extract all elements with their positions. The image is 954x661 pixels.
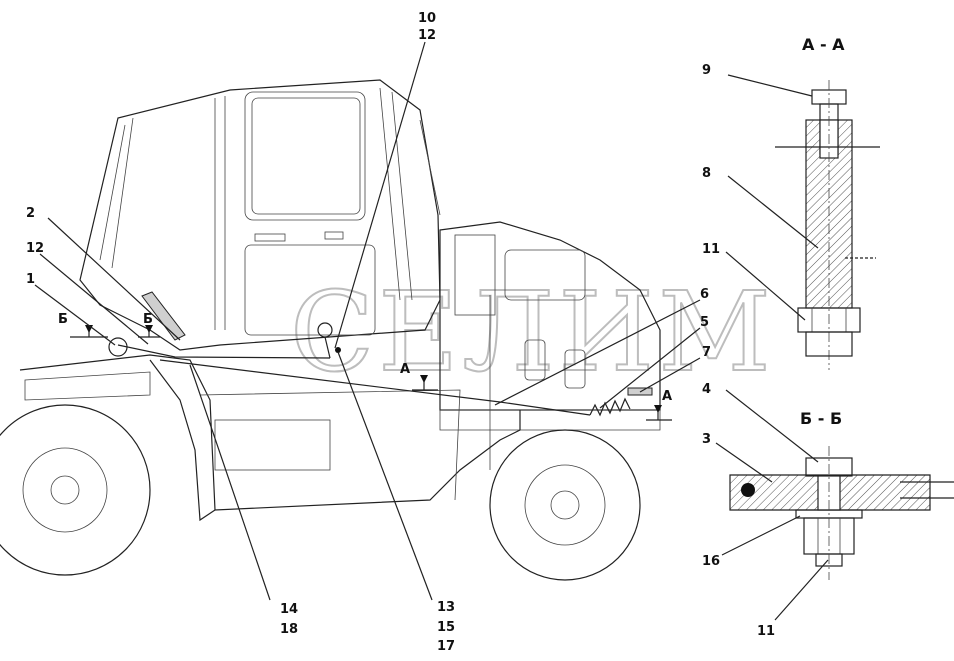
- section-letter-a-left: А: [400, 362, 410, 377]
- callout-13: 13: [437, 600, 455, 615]
- section-letter-a-right: А: [662, 389, 672, 404]
- callout-2: 2: [26, 206, 35, 221]
- hand-lever: [324, 336, 331, 359]
- return-spring: [589, 397, 631, 417]
- callout-4: 4: [702, 382, 711, 397]
- body-panel: [199, 389, 461, 501]
- callout-1: 1: [26, 272, 35, 287]
- cab-window-inner: [251, 97, 361, 215]
- front-wheel-hub: [50, 475, 80, 505]
- front-frame: [24, 371, 151, 401]
- callout-5: 5: [700, 315, 709, 330]
- washer-aa: [805, 331, 853, 357]
- callout-8: 8: [702, 166, 711, 181]
- callout-11-bb: 11: [757, 624, 775, 639]
- callout-16: 16: [702, 554, 720, 569]
- frame-rail: [439, 409, 661, 431]
- callout-3: 3: [702, 432, 711, 447]
- callout-12-left: 12: [26, 241, 44, 256]
- chassis-line: [19, 354, 521, 511]
- control-rod-upper: [117, 344, 331, 359]
- rear-wheel: [489, 429, 641, 581]
- cab-window: [244, 91, 366, 221]
- fender: [149, 359, 216, 522]
- arrow-a-right: [654, 405, 662, 413]
- callout-9: 9: [702, 63, 711, 78]
- section-title-aa: А - А: [802, 35, 845, 54]
- cab-door-panel: [244, 244, 376, 336]
- watermark: СЕЛИМ: [290, 268, 775, 396]
- callout-18: 18: [280, 622, 298, 637]
- leader-lines: [34, 41, 701, 601]
- cable-bb: [900, 481, 954, 499]
- engine-top: [504, 249, 586, 301]
- arrow-b-right: [145, 325, 153, 333]
- callout-14: 14: [280, 602, 298, 617]
- front-wheel-rim: [22, 447, 108, 533]
- front-wheel: [0, 404, 151, 576]
- callout-7: 7: [702, 345, 711, 360]
- pedal-pivot: [108, 337, 128, 357]
- section-letter-b-left: Б: [58, 312, 68, 327]
- callout-6: 6: [700, 287, 709, 302]
- callout-11-aa: 11: [702, 242, 720, 257]
- section-title-bb: Б - Б: [800, 409, 842, 428]
- door-handle: [254, 233, 286, 242]
- callout-12-top: 12: [418, 28, 436, 43]
- lever-joint: [335, 347, 341, 353]
- callout-10: 10: [418, 11, 436, 26]
- section-bb-view: [715, 389, 954, 621]
- callout-15: 15: [437, 620, 455, 635]
- callout-17: 17: [437, 639, 455, 654]
- engine-block: [454, 234, 496, 316]
- cab-door-edge: [214, 96, 226, 330]
- door-lock: [324, 231, 344, 240]
- rear-wheel-rim: [524, 464, 606, 546]
- rod-end-bb: [741, 483, 755, 497]
- arrow-a-left: [420, 375, 428, 383]
- filter-left: [524, 339, 546, 381]
- cab-front-pillar: [99, 117, 134, 269]
- section-aa-view: [725, 74, 880, 370]
- step-panel: [214, 419, 331, 471]
- cab-rear-pillar: [379, 87, 413, 301]
- rear-wheel-hub: [550, 490, 580, 520]
- cab-rear-edge: [419, 119, 441, 216]
- section-letter-b-right: Б: [143, 312, 153, 327]
